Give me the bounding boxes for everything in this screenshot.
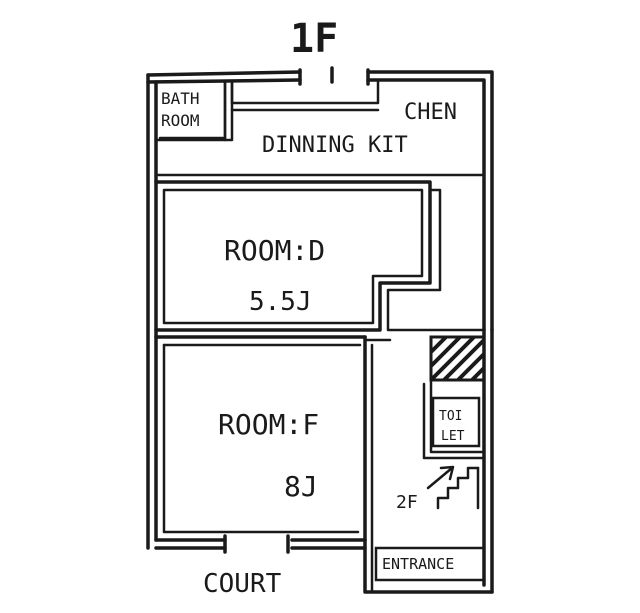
bath-room: BATH ROOM — [154, 80, 234, 142]
room-f-size: 8J — [284, 470, 318, 503]
kitchen-dining: CHEN DINNING KIT — [154, 80, 486, 184]
room-f-name: ROOM:F — [218, 408, 319, 441]
up-arrow-icon — [426, 465, 455, 490]
toilet-label-line1: TOI — [439, 409, 462, 424]
bath-label-line1: BATH — [161, 89, 200, 108]
kitchen-label-line1: CHEN — [404, 100, 457, 125]
room-d-size: 5.5J — [249, 287, 312, 317]
entrance-label: ENTRANCE — [382, 555, 454, 573]
hatched-storage — [429, 335, 486, 382]
toilet-label-line2: LET — [441, 429, 465, 444]
room-f: ROOM:F 8J — [154, 335, 392, 592]
floor-title: 1F — [290, 16, 338, 62]
room-d-name: ROOM:D — [224, 234, 325, 267]
court-label: COURT — [203, 569, 282, 599]
kitchen-label-line2: DINNING KIT — [262, 133, 408, 158]
stairs-icon — [436, 466, 480, 510]
stairs-label: 2F — [396, 492, 418, 513]
bath-label-line2: ROOM — [161, 111, 200, 130]
toilet: TOI LET — [422, 378, 486, 460]
entrance: ENTRANCE — [374, 546, 486, 582]
room-d: ROOM:D 5.5J — [154, 180, 486, 332]
